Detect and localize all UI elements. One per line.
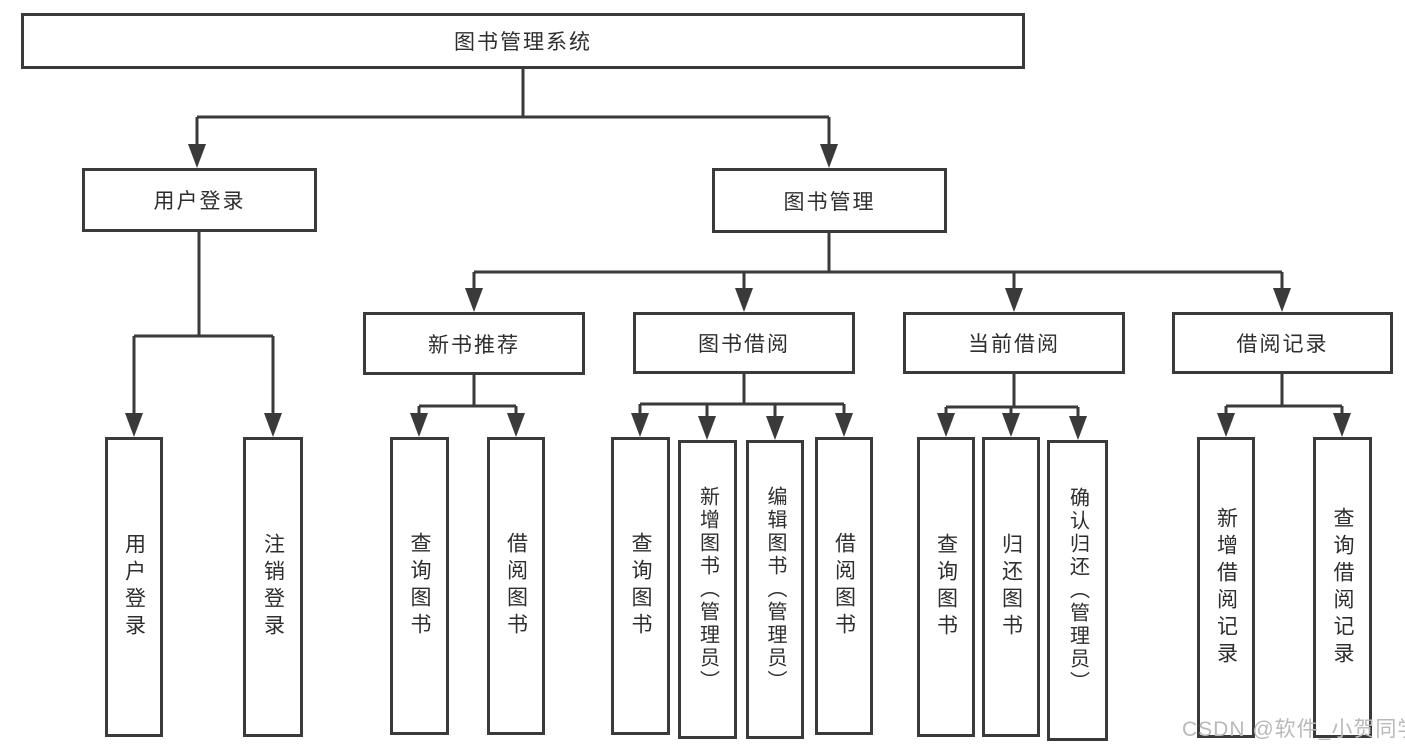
node-label: 借阅记录 <box>1236 333 1329 356</box>
node-label: 查询图书 <box>629 532 652 640</box>
node-label: 确认归还（管理员） <box>1066 487 1089 694</box>
node-current-borrowing: 当前借阅 <box>903 312 1125 374</box>
node-query-books-newbook: 查询图书 <box>390 437 449 735</box>
node-label: 归还图书 <box>999 533 1023 641</box>
node-query-books-current: 查询图书 <box>917 437 975 737</box>
node-label: 新书推荐 <box>428 333 520 357</box>
node-label: 借阅图书 <box>832 532 856 640</box>
node-book-borrowing: 图书借阅 <box>633 312 855 374</box>
node-label: 查询借阅记录 <box>1331 506 1354 669</box>
node-label: 新增借阅记录 <box>1214 506 1238 669</box>
node-label: 编辑图书（管理员） <box>764 486 786 693</box>
node-user-login-action: 用户登录 <box>105 437 163 737</box>
node-return-books: 归还图书 <box>982 437 1040 737</box>
node-book-management: 图书管理 <box>712 168 947 233</box>
node-label: 图书管理 <box>783 190 876 214</box>
node-add-borrow-record: 新增借阅记录 <box>1197 437 1255 738</box>
node-label: 当前借阅 <box>968 333 1060 356</box>
node-label: 图书借阅 <box>698 333 790 356</box>
node-add-books-admin: 新增图书（管理员） <box>678 440 737 739</box>
node-label: 查询图书 <box>934 533 958 641</box>
node-confirm-return-admin: 确认归还（管理员） <box>1047 440 1108 741</box>
node-label: 借阅图书 <box>504 532 528 640</box>
node-logout-action: 注销登录 <box>243 437 303 737</box>
node-label: 注销登录 <box>261 533 285 641</box>
node-label: 新增图书（管理员） <box>696 486 719 693</box>
node-edit-books-admin: 编辑图书（管理员） <box>746 440 804 739</box>
node-query-books-borrowing: 查询图书 <box>611 437 670 735</box>
node-borrow-books-borrowing: 借阅图书 <box>815 437 873 735</box>
node-new-book-recommend: 新书推荐 <box>363 312 585 375</box>
node-query-borrow-record: 查询借阅记录 <box>1313 437 1372 738</box>
node-label: 用户登录 <box>122 533 146 641</box>
node-borrowing-records: 借阅记录 <box>1172 312 1393 374</box>
node-label: 查询图书 <box>408 532 431 640</box>
node-library-system: 图书管理系统 <box>21 13 1025 69</box>
node-label: 用户登录 <box>153 190 246 213</box>
arrowheads <box>125 144 1351 440</box>
node-user-login: 用户登录 <box>82 168 317 232</box>
node-label: 图书管理系统 <box>454 31 592 54</box>
node-borrow-books-newbook: 借阅图书 <box>487 437 545 735</box>
watermark-text: CSDN @软件_小贺同学 <box>1182 718 1405 741</box>
